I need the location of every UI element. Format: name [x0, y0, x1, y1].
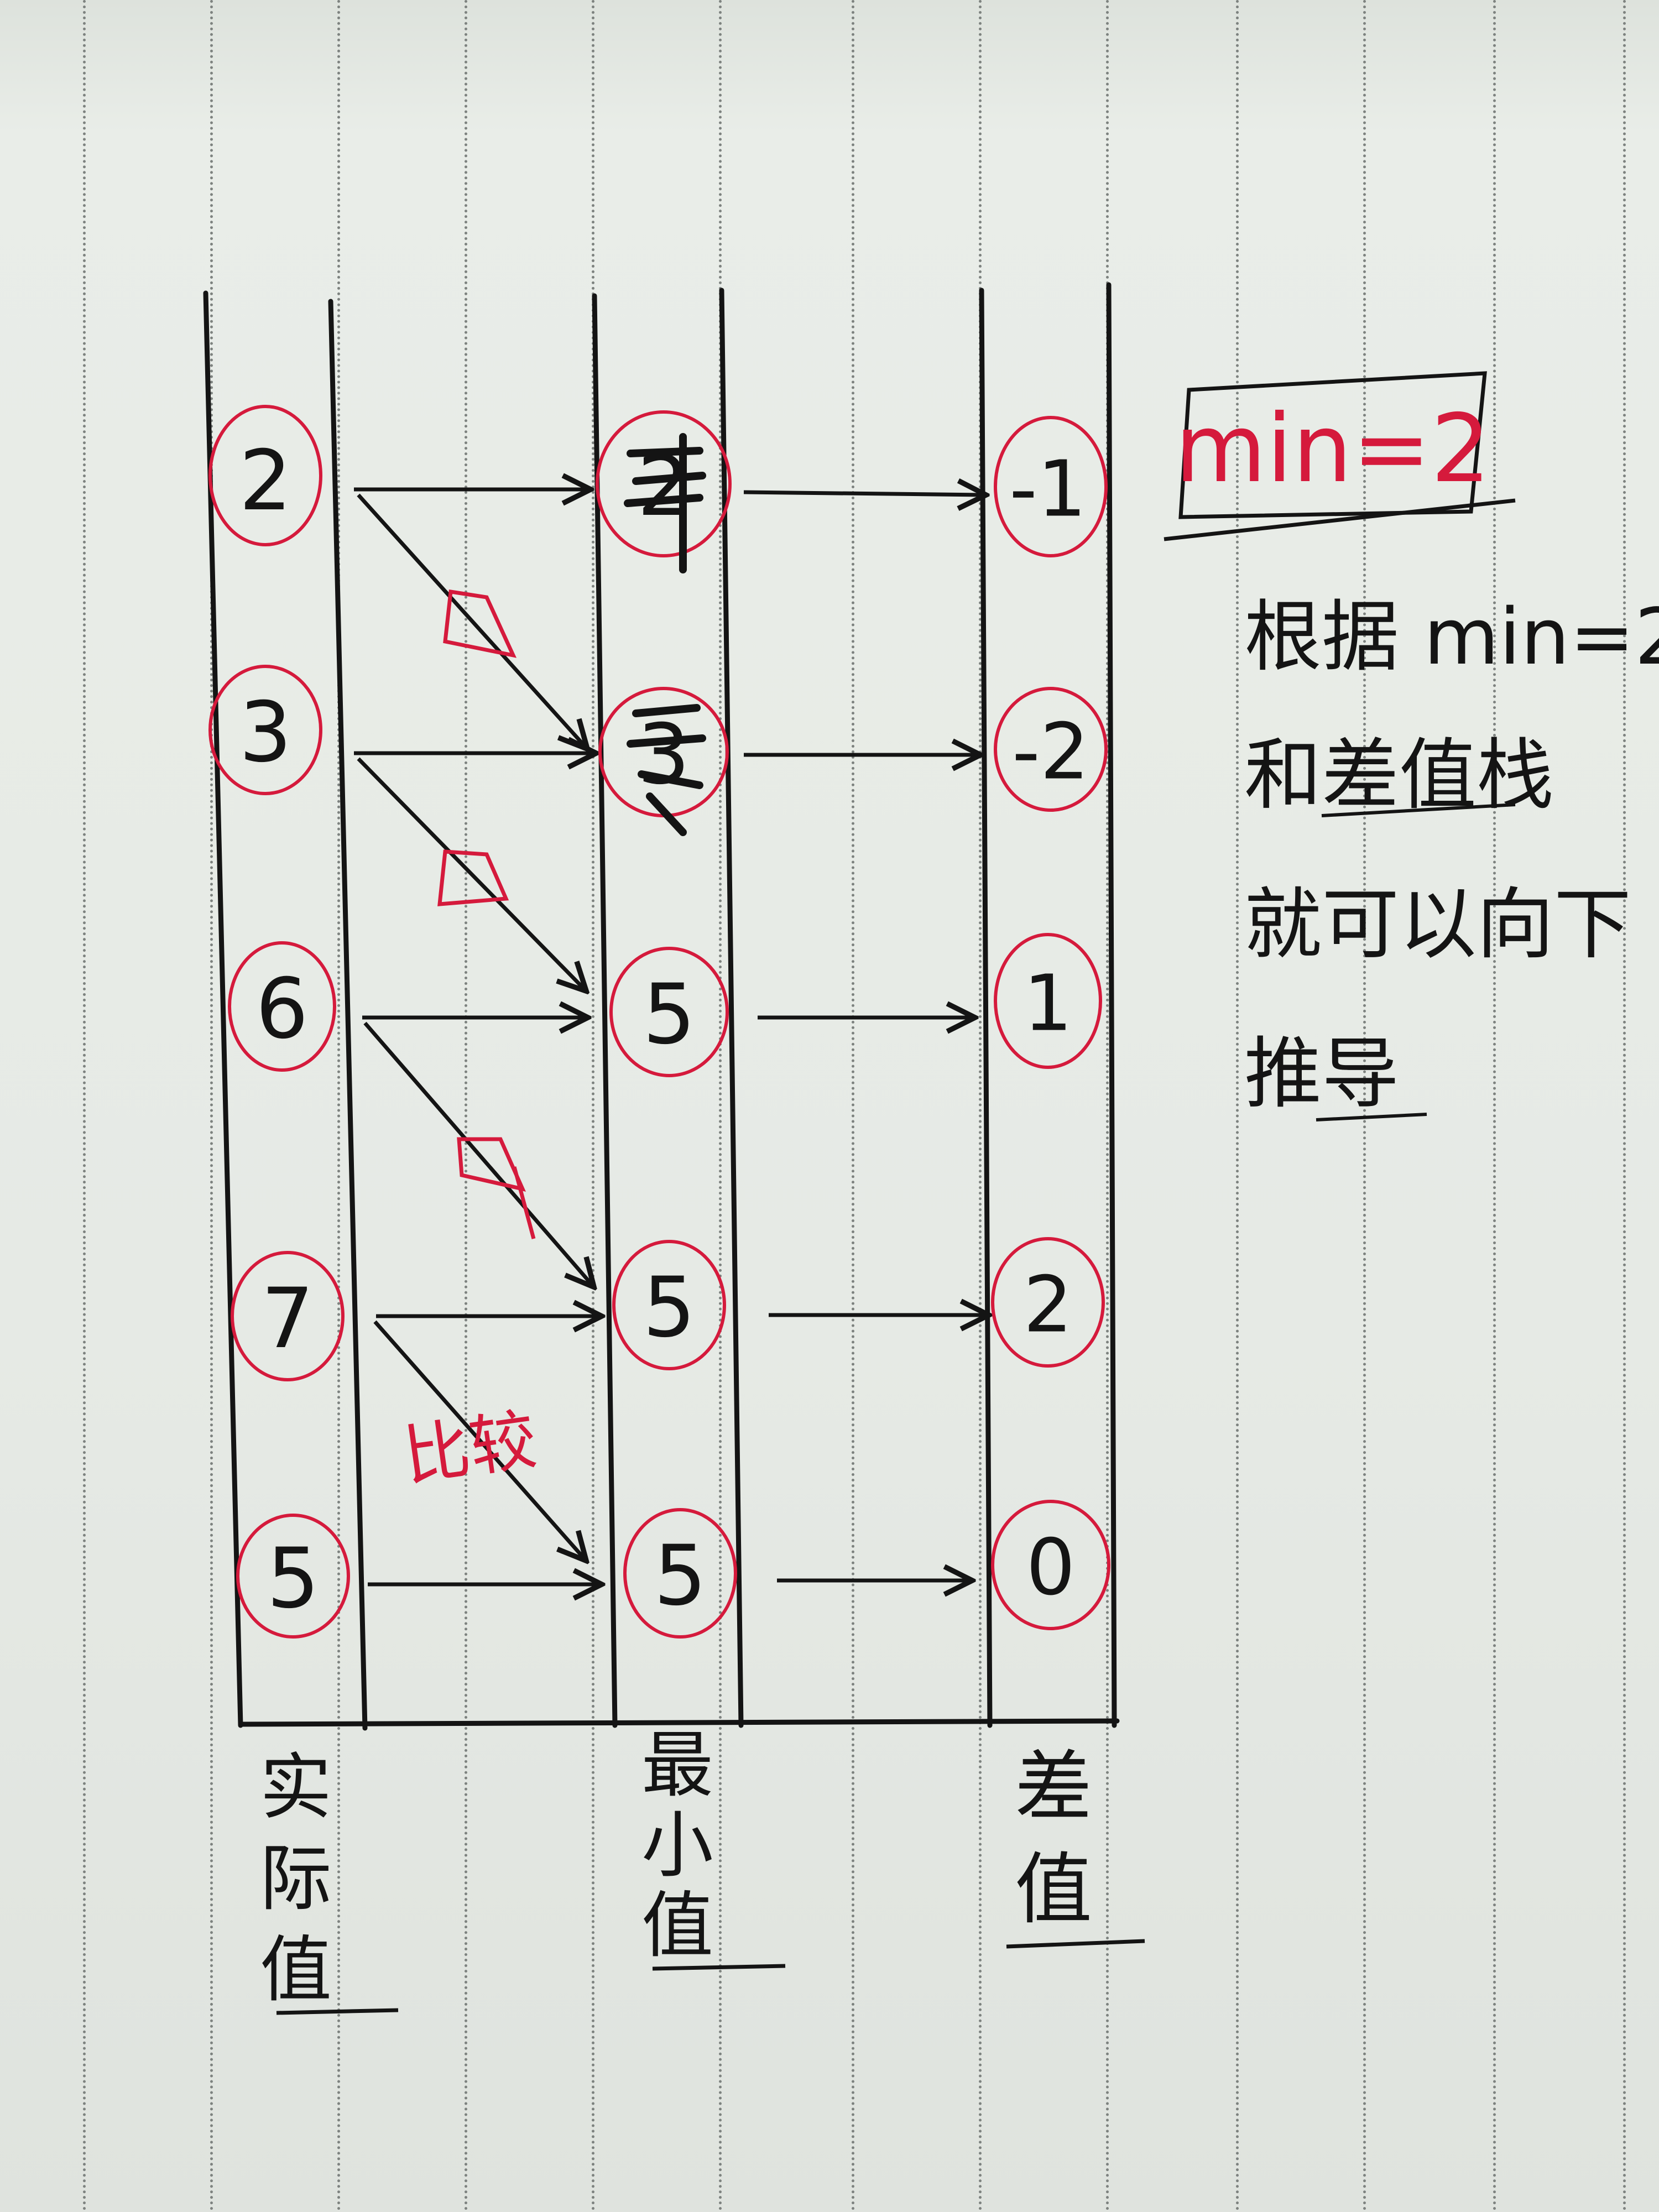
- column-label-diff-vertical: 差值: [1015, 1743, 1093, 1935]
- value-circle: [991, 1237, 1105, 1368]
- note-line: 和差值栈: [1244, 731, 1554, 821]
- value-circle: [228, 941, 336, 1072]
- value-circle: [609, 947, 729, 1077]
- actual-value: 5: [267, 1531, 319, 1627]
- diagonal-compare-arrow: [357, 757, 585, 990]
- diff-stack-right-border: [1106, 282, 1117, 1728]
- min-box-text: min=2: [1175, 394, 1490, 504]
- ruled-line: [979, 0, 982, 2212]
- value-circle: [231, 1251, 345, 1381]
- diff-value: 0: [1026, 1523, 1075, 1613]
- note-line: 根据 min=2: [1244, 592, 1659, 682]
- diagonal-compare-arrow: [363, 1021, 593, 1286]
- diagonal-compare-arrow: [373, 1320, 585, 1559]
- ruled-line: [465, 0, 467, 2212]
- diff-value: 1: [1023, 959, 1072, 1049]
- min-stack-right-border: [719, 288, 744, 1728]
- actual-value: 3: [239, 685, 291, 781]
- ruled-line: [1623, 0, 1626, 2212]
- note-underline: [1316, 1113, 1427, 1121]
- diff-value: 2: [1023, 1260, 1072, 1350]
- actual-stack-left-border: [203, 290, 243, 1728]
- arrow-min-to-diff: [743, 492, 984, 495]
- compare-diamond-icon: [457, 1137, 526, 1192]
- scribble-mark: [624, 433, 706, 573]
- ruled-line: [1493, 0, 1496, 2212]
- value-circle: [991, 1500, 1110, 1630]
- value-circle: [236, 1514, 350, 1639]
- value-circle: [208, 405, 322, 546]
- ruled-line: [719, 0, 722, 2212]
- diff-value: -2: [1012, 707, 1089, 797]
- label-underline: [276, 2008, 399, 2015]
- value-circle: [994, 687, 1108, 812]
- ruled-line: [1236, 0, 1239, 2212]
- ruled-line: [592, 0, 594, 2212]
- actual-value: 6: [255, 961, 308, 1057]
- column-label-actual-vertical: 实际值: [260, 1745, 332, 2012]
- ruled-line: [210, 0, 213, 2212]
- ruled-line: [83, 0, 86, 2212]
- note-line: 推导: [1244, 1029, 1399, 1119]
- diagonal-compare-arrow: [357, 493, 586, 748]
- note-underline: [1321, 803, 1516, 817]
- min-box: min=2: [1164, 371, 1516, 541]
- compare-diamond-icon: [443, 589, 517, 658]
- compare-diamond-icon: [512, 1166, 536, 1239]
- min-value: 5: [654, 1528, 706, 1624]
- label-underline: [652, 1964, 786, 1971]
- note-line: 就可以向下: [1244, 880, 1631, 970]
- diff-value: -1: [1009, 445, 1087, 535]
- value-circle: [596, 410, 732, 557]
- min-value: 5: [643, 967, 695, 1063]
- scribble-mark: [627, 704, 706, 836]
- diff-stack-left-border: [979, 288, 993, 1728]
- label-underline: [1006, 1939, 1145, 1949]
- actual-stack-right-border: [328, 299, 368, 1731]
- min-value: 3: [637, 707, 690, 803]
- ruled-line: [1363, 0, 1366, 2212]
- value-circle: [623, 1508, 737, 1639]
- value-circle: [994, 416, 1108, 557]
- actual-value: 7: [261, 1271, 314, 1367]
- min-value: 5: [643, 1260, 695, 1356]
- value-circle: [994, 933, 1102, 1069]
- actual-value: 2: [239, 433, 291, 529]
- compare-label: 比较: [399, 1401, 541, 1496]
- stacks-baseline: [238, 1718, 1120, 1727]
- ruled-line: [852, 0, 854, 2212]
- value-circle: [612, 1240, 726, 1370]
- column-label-min-vertical: 最小值: [641, 1723, 714, 1968]
- compare-diamond-icon: [437, 849, 509, 906]
- ruled-line: [337, 0, 340, 2212]
- ruled-line: [1106, 0, 1109, 2212]
- min-stack-left-border: [592, 293, 618, 1728]
- value-circle: [208, 665, 322, 795]
